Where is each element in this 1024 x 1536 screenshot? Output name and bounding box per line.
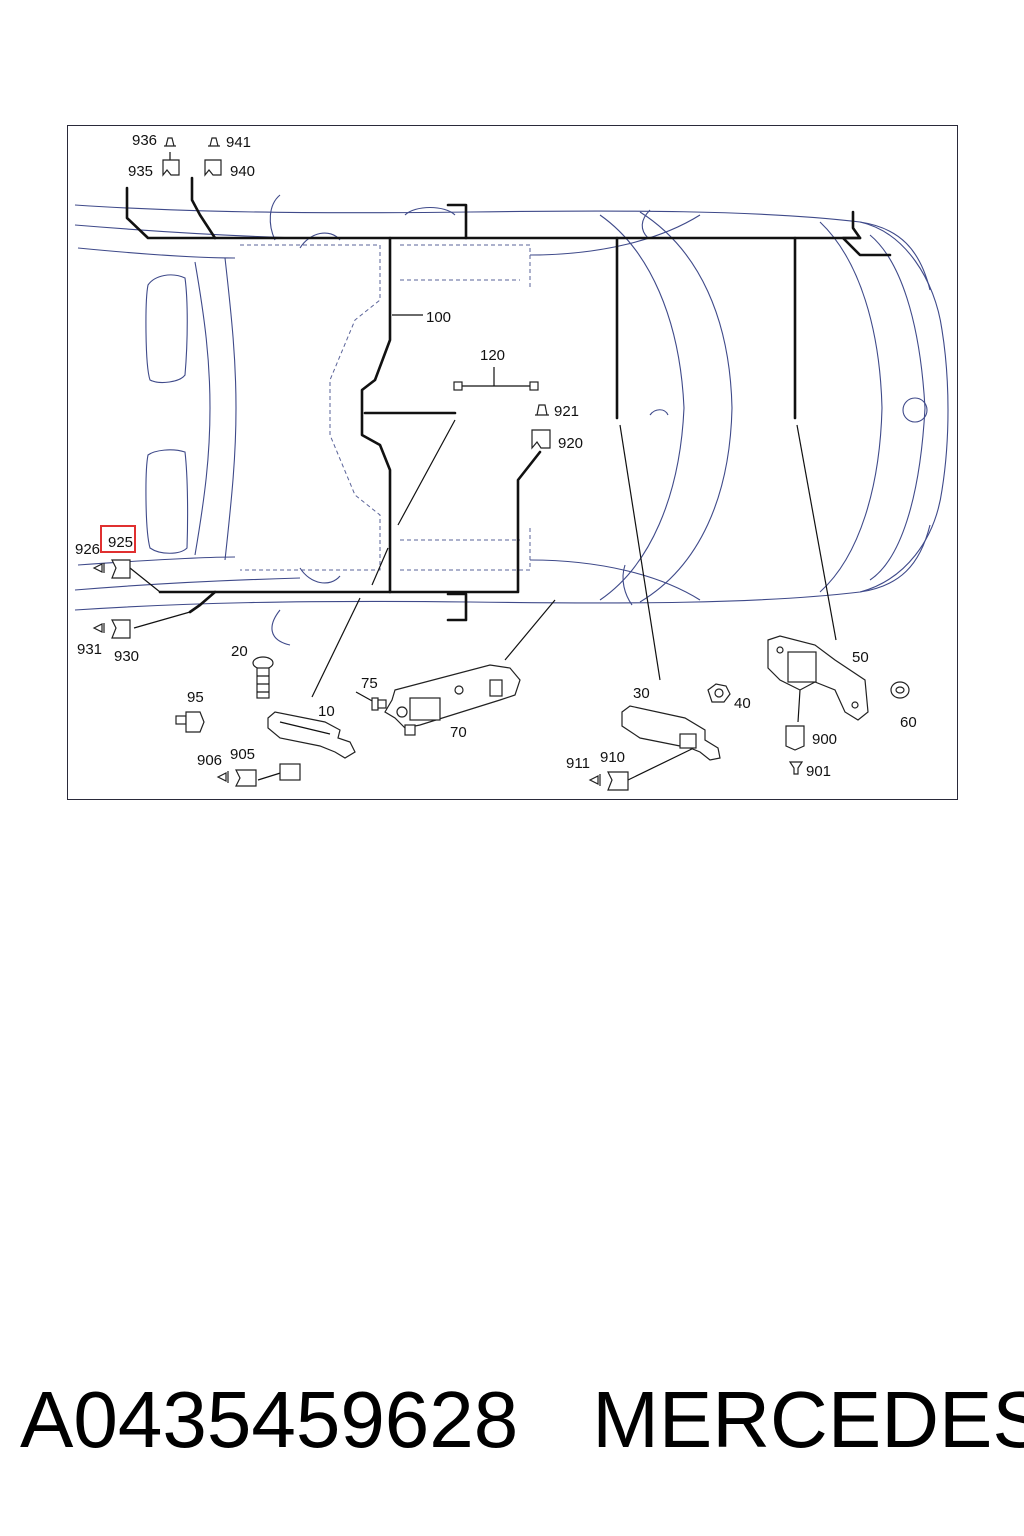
connector-905-icon xyxy=(235,763,301,787)
label-921: 921 xyxy=(554,403,579,420)
car-body-outline xyxy=(74,194,949,646)
label-95: 95 xyxy=(187,689,204,706)
label-10: 10 xyxy=(318,703,335,720)
connector-901-icon xyxy=(788,761,804,775)
label-905: 905 xyxy=(230,746,255,763)
bolt-95-icon xyxy=(175,711,205,733)
connector-911-icon xyxy=(588,774,601,786)
leader-lines xyxy=(129,152,837,781)
nut-40-icon xyxy=(707,683,731,703)
label-930: 930 xyxy=(114,648,139,665)
connector-926-icon xyxy=(92,563,105,573)
module-70-icon xyxy=(384,664,521,736)
label-20: 20 xyxy=(231,643,248,660)
bracket-50-icon xyxy=(767,635,869,721)
connector-941-icon xyxy=(208,137,220,147)
part-number: A0435459628 xyxy=(20,1375,519,1464)
connector-910-icon xyxy=(607,771,629,791)
connector-935-icon xyxy=(162,159,180,177)
label-920: 920 xyxy=(558,435,583,452)
wiring-harness xyxy=(125,176,892,622)
screw-75-icon xyxy=(371,697,387,711)
label-120: 120 xyxy=(480,347,505,364)
label-75: 75 xyxy=(361,675,378,692)
clip-20-icon xyxy=(252,656,274,699)
label-906: 906 xyxy=(197,752,222,769)
label-30: 30 xyxy=(633,685,650,702)
label-40: 40 xyxy=(734,695,751,712)
clip-60-icon xyxy=(890,681,910,699)
bracket-30-icon xyxy=(621,705,721,761)
label-911: 911 xyxy=(566,755,590,772)
callout-labels: 936 941 935 940 100 120 921 920 926 925 … xyxy=(75,132,917,780)
connector-906-icon xyxy=(216,771,229,783)
label-900: 900 xyxy=(812,731,837,748)
label-925[interactable]: 925 xyxy=(108,534,133,551)
label-941: 941 xyxy=(226,134,251,151)
connector-925-icon xyxy=(111,559,131,579)
label-910: 910 xyxy=(600,749,625,766)
connector-940-icon xyxy=(204,159,222,177)
connector-920-icon xyxy=(531,429,551,450)
footer: A0435459628 MERCEDES xyxy=(20,1370,1024,1470)
brand-name: MERCEDES xyxy=(592,1375,1024,1464)
connector-931-icon xyxy=(92,623,105,633)
label-940: 940 xyxy=(230,163,255,180)
connector-936-icon xyxy=(164,137,176,147)
connector-900-icon xyxy=(785,725,805,751)
label-936: 936 xyxy=(132,132,157,149)
label-931: 931 xyxy=(77,641,102,658)
label-60: 60 xyxy=(900,714,917,731)
label-70: 70 xyxy=(450,724,467,741)
label-926: 926 xyxy=(75,541,100,558)
bracket-10-icon xyxy=(267,711,356,759)
label-901: 901 xyxy=(806,763,831,780)
connector-921-icon xyxy=(535,404,549,416)
highlight-box-925 xyxy=(100,525,136,553)
label-50: 50 xyxy=(852,649,869,666)
connector-930-icon xyxy=(111,619,131,639)
label-100: 100 xyxy=(426,309,451,326)
label-935: 935 xyxy=(128,163,153,180)
